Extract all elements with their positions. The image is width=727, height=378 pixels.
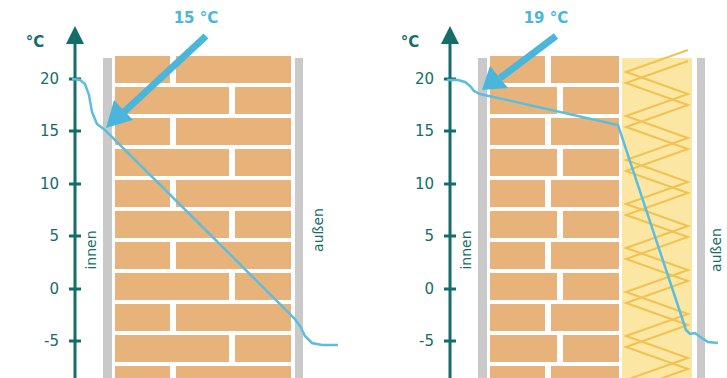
- brick: [176, 56, 291, 83]
- temperature-callout: 19 °C: [524, 11, 569, 26]
- brick: [563, 87, 619, 114]
- brick: [115, 366, 170, 378]
- callout-arrow: [106, 36, 556, 128]
- tick-value: 15: [40, 124, 59, 139]
- axis-tick: [444, 130, 456, 133]
- brick: [115, 304, 170, 331]
- tick-value: 10: [415, 177, 434, 192]
- brick: [563, 211, 619, 238]
- brick: [115, 273, 229, 300]
- brick: [551, 304, 619, 331]
- tick-value: 0: [49, 282, 59, 297]
- temperature-callout: 15 °C: [174, 11, 219, 26]
- tick-value: 15: [415, 124, 434, 139]
- axis-tick: [69, 235, 81, 238]
- tick-value: 0: [424, 282, 434, 297]
- temperature-curve: [447, 80, 718, 343]
- brick: [490, 273, 557, 300]
- brick: [490, 149, 557, 176]
- tick-value: 5: [424, 229, 434, 244]
- brick: [490, 180, 545, 207]
- brick: [490, 211, 557, 238]
- plaster-layer: [478, 58, 487, 378]
- axis-tick: [444, 235, 456, 238]
- axis-tick: [444, 288, 456, 291]
- side-label: außen: [311, 208, 325, 252]
- brick: [563, 273, 619, 300]
- side-label: innen: [84, 230, 98, 269]
- plaster-layer: [697, 58, 705, 378]
- axis-tick: [444, 340, 456, 343]
- insulation-fibre: [626, 61, 688, 378]
- brick: [235, 87, 291, 114]
- brick: [551, 180, 619, 207]
- plaster-layer: [103, 58, 112, 378]
- brick: [490, 118, 545, 145]
- brick: [176, 242, 291, 269]
- tick-value: -5: [44, 334, 59, 349]
- axis-tick: [69, 340, 81, 343]
- brick: [115, 180, 170, 207]
- brick: [176, 304, 291, 331]
- brick: [490, 366, 545, 378]
- insulation-fibres: [626, 50, 688, 378]
- brick: [176, 366, 291, 378]
- brick: [115, 211, 229, 238]
- axis-unit: °C: [26, 35, 45, 50]
- brick: [176, 180, 291, 207]
- tick-value: 5: [49, 229, 59, 244]
- brick: [490, 335, 557, 362]
- brick: [115, 242, 170, 269]
- brick: [176, 118, 291, 145]
- brick: [115, 335, 229, 362]
- axis-tick: [69, 288, 81, 291]
- tick-value: -5: [419, 334, 434, 349]
- tick-value: 10: [40, 177, 59, 192]
- brick: [235, 149, 291, 176]
- temperature-axis: [66, 26, 459, 378]
- axis-tick: [444, 183, 456, 186]
- axis-unit: °C: [401, 35, 420, 50]
- axis-tick: [69, 130, 81, 133]
- side-label: außen: [709, 228, 723, 272]
- brick: [490, 304, 545, 331]
- brick: [563, 149, 619, 176]
- brick: [551, 366, 619, 378]
- brick-wall: [115, 56, 619, 378]
- brick: [235, 211, 291, 238]
- brick: [490, 242, 545, 269]
- axis-tick: [69, 183, 81, 186]
- brick: [551, 242, 619, 269]
- tick-value: 20: [40, 72, 59, 87]
- tick-value: 20: [415, 72, 434, 87]
- side-label: innen: [459, 230, 473, 269]
- brick: [551, 56, 619, 83]
- brick: [563, 335, 619, 362]
- temperature-curve: [72, 79, 338, 345]
- brick: [235, 335, 291, 362]
- brick: [115, 149, 229, 176]
